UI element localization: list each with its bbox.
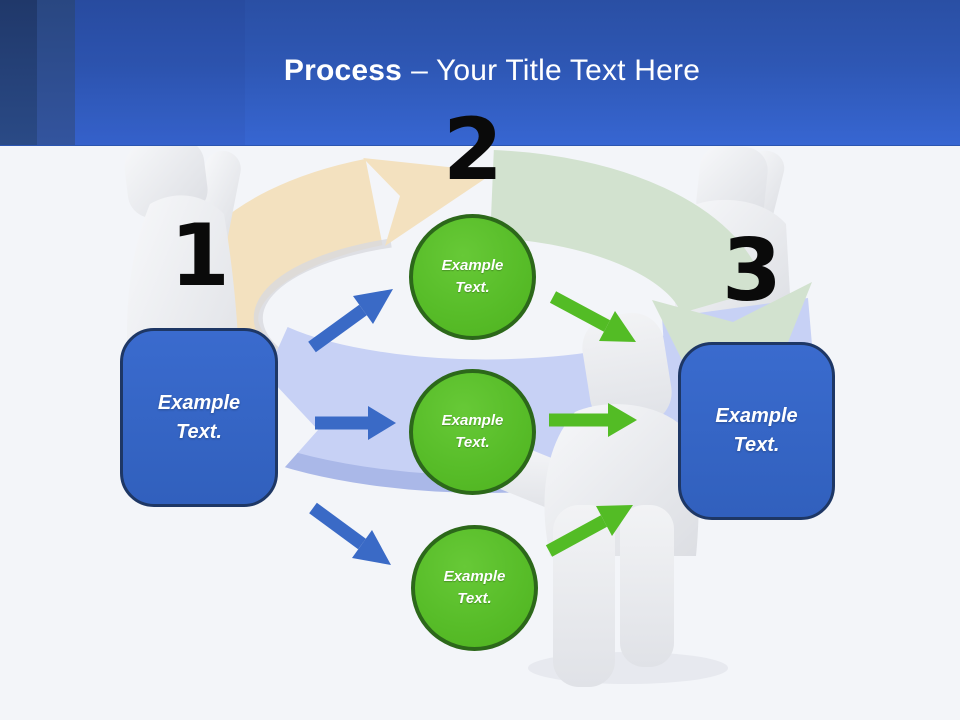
connector-arrows-green (545, 291, 637, 557)
header-stripe-dark (0, 0, 37, 145)
process-box-left: Example Text. (120, 328, 278, 507)
slide-title: Process– Your Title Text Here (12, 54, 960, 88)
process-box-left-label: Example Text. (157, 391, 241, 443)
step-circle-top-label: Example Text. (441, 256, 504, 297)
blue-arrow-up-right-icon (308, 289, 393, 353)
header-stripe-mid (37, 0, 75, 145)
step-circle-top: Example Text. (409, 214, 536, 340)
step-circle-middle: Example Text. (409, 369, 536, 495)
slide-title-subtitle: – Your Title Text Here (411, 54, 701, 87)
connector-arrows-blue (308, 289, 396, 565)
blue-arrow-right-icon (315, 406, 396, 440)
process-box-right-label: Example Text. (715, 405, 798, 456)
green-arrow-right-icon (549, 403, 637, 437)
slide-header: Process– Your Title Text Here (0, 0, 960, 146)
blue-arrow-down-right-icon (309, 502, 391, 565)
green-arrow-down-right-icon (549, 291, 636, 342)
step-number-1: 1 (170, 206, 230, 306)
step-number-2: 2 (443, 100, 503, 200)
tan-arrowhead-icon (363, 158, 495, 246)
header-stripe-light (75, 0, 245, 145)
process-box-right: Example Text. (678, 342, 835, 520)
figure-foreground (484, 312, 699, 687)
step-circle-bottom: Example Text. (411, 525, 538, 651)
step-number-3: 3 (722, 221, 782, 321)
green-arrow-up-right-icon (545, 505, 633, 557)
cycle-ribbon-green (489, 150, 766, 316)
slide-title-keyword: Process (283, 54, 403, 87)
step-circle-bottom-label: Example Text. (443, 567, 506, 608)
step-circle-middle-label: Example Text. (441, 411, 504, 452)
